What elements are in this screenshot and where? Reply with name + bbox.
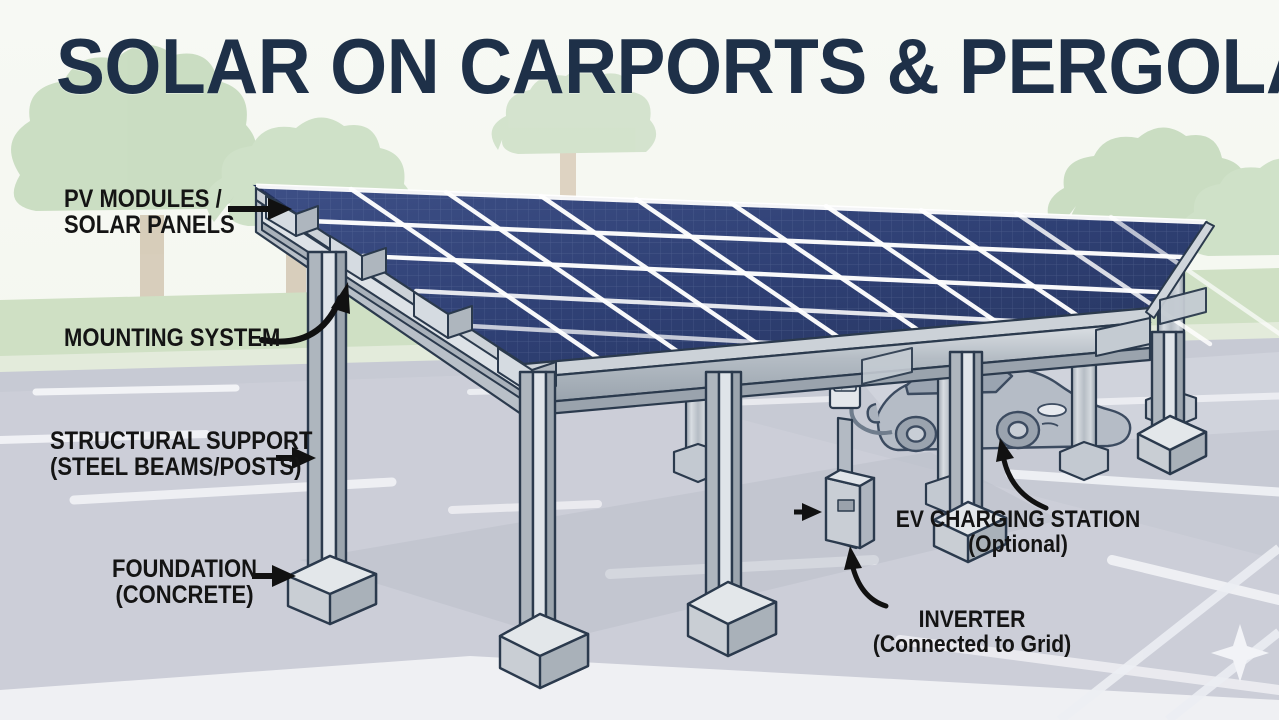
callout-pv-modules-line2: SOLAR PANELS (64, 211, 235, 239)
callout-pv-modules-line1: PV MODULES / (64, 185, 222, 213)
knee-brace-group (861, 287, 1207, 385)
callout-inverter-line2: (Connected to Grid) (872, 630, 1072, 658)
arrow-curved-up-left (844, 546, 889, 609)
arrow-curved-up-right (259, 282, 350, 345)
concrete-footing-icon (1136, 414, 1208, 476)
steel-post-icon (1136, 330, 1208, 476)
callout-structural-support: STRUCTURAL SUPPORT (STEEL BEAMS/POSTS) (50, 428, 312, 480)
concrete-footing-icon (686, 580, 778, 658)
inverter-box-icon (824, 468, 876, 550)
steel-post-icon (686, 370, 778, 658)
callout-structural-support-line2: (STEEL BEAMS/POSTS) (50, 453, 302, 481)
callout-foundation-line1: FOUNDATION (112, 555, 258, 583)
arrow-straight-right (252, 565, 296, 587)
page-title: SOLAR ON CARPORTS & PERGOLAS (56, 22, 1279, 110)
callout-ev-charging-station-line2: (Optional) (968, 530, 1068, 558)
callout-arrows (228, 198, 1049, 609)
asphalt-near-edge (0, 656, 1279, 720)
concrete-footing-icon (286, 554, 378, 626)
steel-post-icon (932, 350, 1008, 564)
mounting-beam-rear (1145, 221, 1215, 319)
callout-structural-support-line1: STRUCTURAL SUPPORT (50, 427, 313, 455)
arrow-straight-right (228, 198, 292, 220)
arrow-straight-right (794, 503, 822, 521)
callout-foundation-line2: (CONCRETE) (115, 581, 254, 609)
steel-post-icon-group-front (286, 250, 1208, 690)
callout-ev-charging-station: EV CHARGING STATION (Optional) (895, 506, 1141, 558)
callout-ev-charging-station-line1: EV CHARGING STATION (895, 506, 1141, 533)
sparkle-icon (1211, 624, 1269, 682)
lot-edge-lines (1057, 544, 1279, 720)
callout-foundation: FOUNDATION (CONCRETE) (112, 556, 257, 608)
callout-mounting-system: MOUNTING SYSTEM (64, 325, 280, 351)
callout-inverter: INVERTER (Connected to Grid) (872, 606, 1072, 658)
callout-mounting-system-line1: MOUNTING SYSTEM (64, 324, 281, 352)
arrow-curved-up-left (996, 438, 1049, 511)
arrow-straight-right (276, 447, 316, 469)
concrete-footing-icon (498, 612, 590, 690)
steel-post-icon (498, 370, 590, 690)
callout-inverter-line1: INVERTER (918, 606, 1026, 633)
callout-pv-modules: PV MODULES / SOLAR PANELS (64, 186, 235, 238)
tree-icon (11, 44, 257, 365)
concrete-footing-icon (932, 500, 1008, 564)
